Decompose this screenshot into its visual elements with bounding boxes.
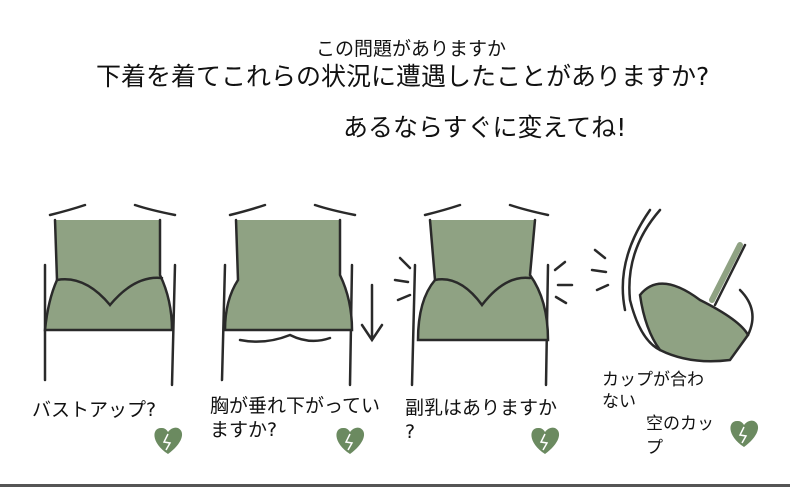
problem-label-line2: ? [405,421,416,443]
problem-label-line1: カップが合わ [602,370,704,390]
illustration-sagging [220,203,384,387]
empty-cup-line1: 空のカッ [646,414,714,434]
problem-label-line2: ない [602,392,636,412]
problem-label-bust-up: バストアップ? [32,399,157,421]
broken-heart-icon [336,427,365,454]
empty-cup-line2: プ [646,438,663,458]
broken-heart-icon [730,420,759,447]
bottom-divider [0,484,790,487]
illustration-bust-up [43,203,177,387]
empty-cup-label: 空のカッ プ [646,412,714,460]
subtitle: この問題がありますか [316,38,507,60]
problem-label-side-fat: 副乳はありますか ? [405,396,557,444]
problem-label-cup-fit: カップが合わ ない [602,369,704,413]
broken-heart-icon [531,427,560,454]
problem-label-line2: ますか? [210,419,278,441]
illustration-side-fat [393,203,574,387]
broken-heart-icon [154,427,183,454]
illustration-cup-gap [590,208,754,363]
call-to-action: あるならすぐに変えてね! [343,113,627,142]
problem-label-line1: 副乳はありますか [405,397,558,419]
problem-label-sagging: 胸が垂れ下がってい ますか? [210,394,380,442]
problem-label-line1: 胸が垂れ下がってい [210,395,381,417]
page-title: 下着を着てこれらの状況に遭遇したことがありますか? [96,62,710,91]
